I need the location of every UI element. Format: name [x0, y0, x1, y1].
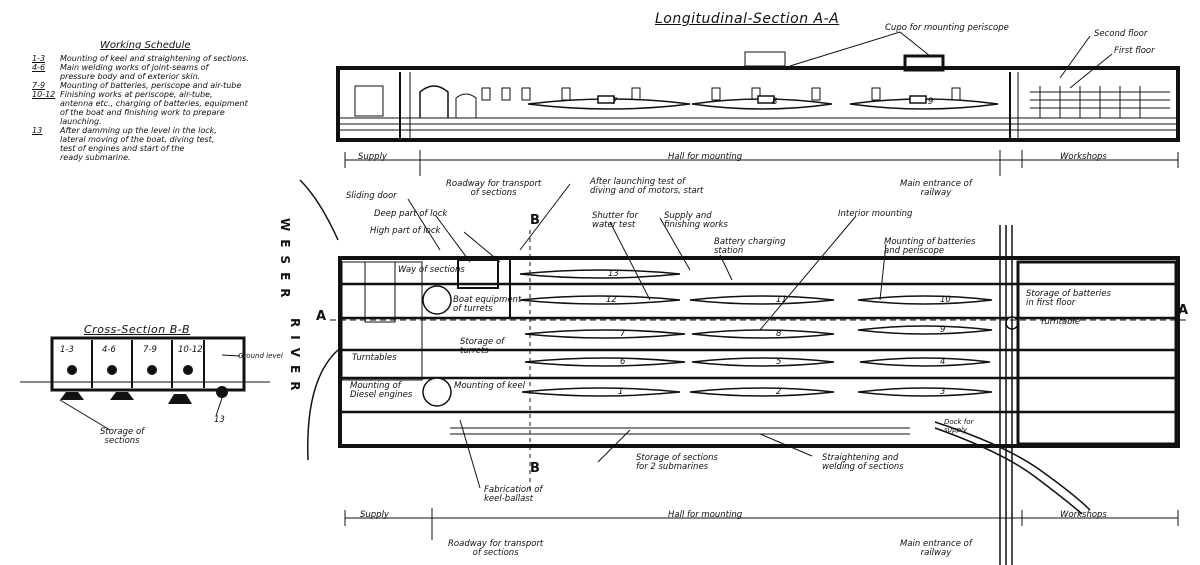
- label-second-floor: Second floor: [1094, 29, 1148, 39]
- longitudinal-section: [336, 31, 1180, 176]
- label-interior-mounting: Interior mounting: [838, 209, 913, 219]
- label-roadway-top: Roadway for transport of sections: [446, 179, 542, 198]
- schedule-text: Finishing works at periscope, air-tube, …: [60, 90, 248, 126]
- label-storage-sections: Storage of sections for 2 submarines: [636, 453, 718, 472]
- label-turntables: Turntables: [352, 353, 397, 363]
- schedule-title: Working Schedule: [100, 40, 191, 51]
- schedule-row: 10-12 Finishing works at periscope, air-t…: [32, 90, 332, 126]
- label-workshops-bottom: Workshops: [1060, 510, 1107, 520]
- label-mounting-batteries: Mounting of batteries and periscope: [884, 237, 976, 256]
- schedule-row: 4-6 Main welding works of joint-seams of …: [32, 63, 332, 81]
- label-first-floor: First floor: [1114, 46, 1155, 56]
- boat-number: 12: [606, 295, 617, 305]
- label-river-weser: WESER: [278, 218, 292, 306]
- boat-number: 5: [776, 357, 782, 367]
- label-hall-top: Hall for mounting: [668, 152, 743, 162]
- cross-group-label: 4-6: [102, 345, 116, 355]
- schedule-text: Mounting of keel and straightening of se…: [60, 54, 249, 63]
- boat-number: 8: [772, 97, 778, 107]
- schedule-key: 10-12: [32, 90, 56, 99]
- schedule-key: 1-3: [32, 54, 46, 63]
- label-roadway-bottom: Roadway for transport of sections: [448, 539, 544, 558]
- boat-number: 1: [618, 387, 624, 397]
- label-dock: Dock for supply: [944, 418, 974, 434]
- boat-number: 6: [620, 357, 626, 367]
- boat-number: 3: [940, 387, 946, 397]
- schedule-row: 13 After damming up the level in the lock…: [32, 126, 332, 162]
- schedule-text: Mounting of batteries, periscope and air…: [60, 81, 242, 90]
- schedule-text: Main welding works of joint-seams of pre…: [60, 63, 209, 81]
- label-battery-charging: Battery charging station: [714, 237, 786, 256]
- schedule-text: After damming up the level in the lock, …: [60, 126, 217, 162]
- label-way-sections: Way of sections: [398, 265, 465, 275]
- label-supply-finishing: Supply and finishing works: [664, 211, 728, 230]
- label-workshops-top: Workshops: [1060, 152, 1107, 162]
- label-storage-turrets: Storage of turrets: [460, 337, 505, 356]
- plan-view: [299, 179, 1190, 565]
- cross-section-title: Cross-Section B-B: [84, 323, 191, 336]
- boat-number: 9: [940, 325, 946, 335]
- label-storage-of-sections: Storage of sections: [100, 427, 145, 446]
- label-supply-bottom: Supply: [360, 510, 389, 520]
- schedule-key: 13: [32, 126, 43, 135]
- label-supply-top: Supply: [358, 152, 387, 162]
- schedule-key: 7-9: [32, 81, 46, 90]
- schedule-key: 4-6: [32, 63, 46, 72]
- label-straightening: Straightening and welding of sections: [822, 453, 904, 472]
- cross-group-label: 7-9: [143, 345, 157, 355]
- boat-number: 7: [620, 329, 626, 339]
- label-shutter: Shutter for water test: [592, 211, 638, 230]
- longitudinal-section-title: Longitudinal-Section A-A: [655, 11, 840, 27]
- label-deep-lock: Deep part of lock: [374, 209, 448, 219]
- schedule-row: 1-3 Mounting of keel and straightening of…: [32, 54, 332, 63]
- schedule-row: 7-9 Mounting of batteries, periscope and …: [32, 81, 332, 90]
- label-ground-level: Ground level: [238, 352, 283, 360]
- label-mounting-keel: Mounting of keel: [454, 381, 526, 391]
- boat-number: 10: [940, 295, 951, 305]
- boat-number: 8: [776, 329, 782, 339]
- label-hall-bottom: Hall for mounting: [668, 510, 743, 520]
- label-boat-equipment: Boat equipment of turrets: [453, 295, 522, 314]
- label-fabrication: Fabrication of keel-ballast: [484, 485, 543, 504]
- boat-number: 13: [608, 269, 619, 279]
- label-storage-batteries: Storage of batteries in first floor: [1026, 289, 1111, 308]
- label-sliding-door: Sliding door: [346, 191, 397, 201]
- cross-section: [20, 336, 270, 431]
- boat-number: 9: [928, 97, 934, 107]
- boat-number: 2: [776, 387, 782, 397]
- boat-number: 4: [940, 357, 946, 367]
- cross-group-label: 1-3: [60, 345, 74, 355]
- section-mark-b-bottom: B: [530, 461, 540, 476]
- label-cross-13: 13: [214, 415, 225, 425]
- schedule-list: 1-3 Mounting of keel and straightening of…: [32, 54, 332, 162]
- boat-number: 7: [612, 97, 618, 107]
- label-cupola: Cupo for mounting periscope: [885, 23, 1009, 33]
- cross-group-label: 10-12: [178, 345, 203, 355]
- label-main-entrance-top: Main entrance of railway: [900, 179, 972, 198]
- label-river: RIVER: [288, 318, 302, 399]
- boat-number: 11: [776, 295, 787, 305]
- section-mark-b-top: B: [530, 213, 540, 228]
- label-mounting-diesel: Mounting of Diesel engines: [350, 381, 413, 400]
- section-mark-a-left: A: [316, 309, 327, 324]
- label-turntable: Turntable: [1040, 317, 1081, 327]
- section-mark-a-right: A: [1178, 303, 1189, 318]
- label-high-lock: High part of lock: [370, 226, 441, 236]
- label-after-launch: After launching test of diving and of mo…: [590, 177, 704, 196]
- label-main-entrance-bottom: Main entrance of railway: [900, 539, 972, 558]
